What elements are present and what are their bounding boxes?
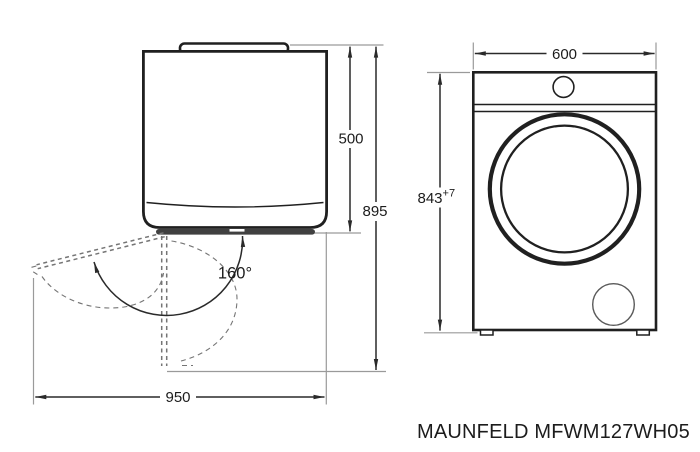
door-160-hatch-line-1 [36, 232, 164, 266]
top-view-door-swing: 500 895 950 160° [31, 42, 393, 408]
left-foot [479, 329, 494, 336]
washer-body-top-outline [142, 50, 328, 229]
front-view: 600 843+7 [414, 42, 658, 336]
height-dim-label: 843+7 [418, 188, 456, 208]
closed-door-edge [156, 229, 315, 235]
depth-open-label-bg [357, 202, 393, 221]
door-outer-ring [487, 112, 642, 266]
door-open-160-outline [31, 232, 165, 309]
depth-label-bg [334, 130, 369, 148]
height-value: 843 [418, 190, 443, 207]
width-dim-label: 600 [552, 46, 577, 63]
depth-open-dim-label: 895 [362, 203, 387, 220]
door-90-glass-silhouette [171, 240, 238, 362]
clearance-label-bg [160, 388, 196, 408]
door-handle-notch [229, 229, 245, 232]
drain-filter-cap [592, 283, 636, 327]
control-knob [552, 75, 575, 99]
door-swing-arc [93, 235, 246, 317]
door-inner-ring [499, 124, 630, 254]
height-tolerance: +7 [443, 188, 456, 200]
clearance-dim-label: 950 [165, 389, 190, 406]
door-160-tip-mark [31, 264, 41, 277]
height-label-bg [414, 187, 470, 208]
door-160-glass-silhouette [41, 272, 165, 309]
door-angle-label: 160° [218, 265, 252, 283]
door-open-90-outline [160, 236, 238, 367]
depth-dim-label: 500 [338, 131, 363, 148]
door-160-hatch-line-2 [37, 235, 165, 270]
front-edge-curve [146, 201, 324, 208]
model-name: MAUNFELD MFWM127WH05 [417, 421, 690, 443]
right-foot [636, 329, 651, 336]
width-label-bg [546, 45, 583, 63]
